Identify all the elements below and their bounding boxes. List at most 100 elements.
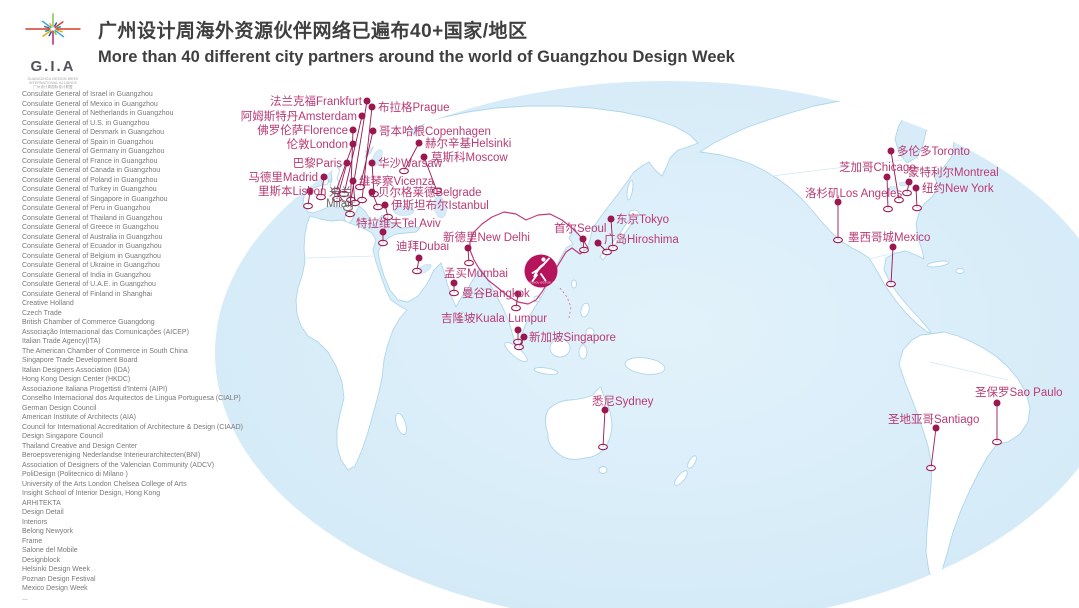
partner-list-item: Consulate General of Germany in Guangzho… xyxy=(22,148,165,155)
city-label: 悉尼Sydney xyxy=(592,395,654,408)
partner-list-item: Thailand Creative and Design Center xyxy=(22,442,138,450)
map-pin-sydney: 悉尼Sydney xyxy=(592,395,654,451)
partner-list-item: Association of Designers of the Valencia… xyxy=(22,461,215,469)
partner-list-item: Consulate General of U.A.E. in Guangzhou xyxy=(22,281,156,288)
map-pin-warsaw: 华沙Warsaw xyxy=(368,156,443,198)
map-pin-telaviv: 特拉维夫Tel Aviv xyxy=(356,216,441,247)
map-pin-dubai: 迪拜Dubai xyxy=(396,240,449,275)
partner-list-item: Consulate General of Thailand in Guangzh… xyxy=(22,214,163,222)
city-label: 赫尔辛基Helsinki xyxy=(425,136,511,150)
landmass-java xyxy=(533,367,559,375)
landmass-nz-north xyxy=(687,455,697,469)
map-pin-paris: 巴黎Paris xyxy=(293,156,351,203)
partner-list-item: ... xyxy=(22,594,28,602)
city-label: 广岛Hiroshima xyxy=(604,232,679,246)
city-label: 阿姆斯特丹Amsterdam xyxy=(241,109,357,123)
partner-list-item: Consulate General of Canada in Guangzhou xyxy=(22,167,161,174)
map-pin-helsinki: 赫尔辛基Helsinki xyxy=(399,136,511,175)
partner-list-item: Beroepsvereniging Nederlandse Interieura… xyxy=(22,452,201,459)
map-pin-bangkok: 曼谷Bangkok xyxy=(462,287,530,312)
page-title-en: More than 40 different city partners aro… xyxy=(98,48,735,66)
page-title-zh: 广州设计周海外资源伙伴网络已遍布40+国家/地区 xyxy=(98,21,528,42)
partner-list-item: Italian Trade Agency(ITA) xyxy=(22,338,101,345)
partner-list-item: Singapore Trade Development Board xyxy=(22,357,138,364)
landmass-cuba xyxy=(926,260,950,268)
map-pin-mexicocity: 墨西哥城Mexico xyxy=(848,231,930,288)
map-pin-seoul: 首尔Seoul xyxy=(554,221,606,254)
map-pin-prague: 布拉格Prague xyxy=(357,100,450,204)
partner-list-item: Czech Trade xyxy=(22,309,62,317)
city-label: 马德里Madrid xyxy=(248,170,318,184)
partner-list-item: Hong Kong Design Center (HKDC) xyxy=(22,376,131,383)
gia-logo: G.I.A GUANGZHOU DESIGN WEEK INTERNATIONA… xyxy=(22,8,84,90)
city-label: 孟买Mumbai xyxy=(444,267,508,280)
nine-dash-line xyxy=(559,287,572,319)
partner-list-item: Design Detail xyxy=(22,509,64,516)
partner-list-item: Poznan Design Festival xyxy=(22,575,96,583)
partner-list-item: Consulate General of Denmark in Guangzho… xyxy=(22,129,165,136)
partner-list-item: Consulate General of Turkey in Guangzhou xyxy=(22,186,157,193)
landmass-madagascar xyxy=(395,412,407,436)
landmass-australia xyxy=(545,386,613,460)
map-pin-vicenza: 维琴察Vicenza xyxy=(349,174,435,207)
city-label: 洛杉矶Los Angeles xyxy=(805,186,902,200)
map-pin-montreal: 蒙特利尔Montreal xyxy=(902,165,999,197)
partner-list-item: Consulate General of Greece in Guangzhou xyxy=(22,224,159,231)
city-label: 伊斯坦布尔Istanbul xyxy=(391,198,489,212)
city-label: 哥本哈根Copenhagen xyxy=(379,124,491,138)
partner-list-item: Belong Newyork xyxy=(22,528,73,535)
city-label: 芝加哥Chicago xyxy=(839,161,916,174)
city-label: 布拉格Prague xyxy=(378,100,450,114)
partner-list-item: Consulate General of Australia in Guangz… xyxy=(22,233,163,241)
partner-list-item: Italian Designers Association (IDA) xyxy=(22,366,130,374)
city-label: 多伦多Toronto xyxy=(897,144,970,158)
map-continents xyxy=(295,97,1031,586)
partner-list-item: Salone del Mobile xyxy=(22,547,78,554)
partner-list-item: Consulate General of Netherlands in Guan… xyxy=(22,110,174,117)
partner-list-item: Consulate General of Israel in Guangzhou xyxy=(22,91,153,98)
city-label: 新德里New Delhi xyxy=(443,230,530,244)
city-label: 新加坡Singapore xyxy=(529,330,616,344)
partner-list-item: Consulate General of Poland in Guangzhou xyxy=(22,176,158,184)
partner-list-item: Consulate General of Peru in Guangzhou xyxy=(22,205,151,212)
map-pin-newyork: 纽约New York xyxy=(912,181,994,212)
map-pin-santiago: 圣地亚哥Santiago xyxy=(888,413,979,472)
city-label: 圣地亚哥Santiago xyxy=(888,413,979,426)
map-pin-toronto: 多伦多Toronto xyxy=(887,144,970,204)
partner-list-item: Interiors xyxy=(22,518,48,526)
city-label: 纽约New York xyxy=(922,181,994,195)
map-pin-saopaulo: 圣保罗Sao Paulo xyxy=(975,385,1063,446)
partner-list-item: British Chamber of Commerce Guangdong xyxy=(22,319,155,326)
partner-list-item: Creative Holland xyxy=(22,300,74,307)
map-pin-kualalumpur: 吉隆坡Kuala Lumpur xyxy=(441,311,547,346)
city-label: 蒙特利尔Montreal xyxy=(908,165,999,179)
city-label: 里斯本Lisbon xyxy=(258,184,326,198)
city-label: 圣保罗Sao Paulo xyxy=(975,385,1063,399)
partner-list-item: Consulate General of U.S. in Guangzhou xyxy=(22,119,150,127)
partner-list-item: Consulate General of Finland in Shanghai xyxy=(22,290,152,298)
partner-list-item: Mexico Design Week xyxy=(22,585,88,592)
city-label: 首尔Seoul xyxy=(554,221,606,235)
map-pin-istanbul: 伊斯坦布尔Istanbul xyxy=(381,198,489,221)
partner-list-item: Council for International Accreditation … xyxy=(22,423,243,431)
map-pin-madrid: 马德里Madrid xyxy=(248,170,328,201)
map-pin-belgrade: 贝尔格莱德Belgrade xyxy=(368,185,482,211)
city-label: 迪拜Dubai xyxy=(396,240,449,253)
page-titles: 广州设计周海外资源伙伴网络已遍布40+国家/地区 More than 40 di… xyxy=(98,8,735,90)
landmass-srilanka xyxy=(458,311,466,321)
partner-list-item: Associazione Italiana Progettisti d'Inte… xyxy=(22,385,168,393)
partner-list-item: Associação Internacional das Comunicaçõe… xyxy=(22,328,189,336)
landmass-newguinea xyxy=(624,357,666,375)
landmass-south-america xyxy=(898,331,1031,586)
partner-list-item: Consulate General of France in Guangzhou xyxy=(22,157,158,165)
guangzhou-badge: GUANGZHOU DESIGN WEEK xyxy=(522,254,560,288)
city-label-en: Milan xyxy=(326,198,353,210)
map-pin-hiroshima: 广岛Hiroshima xyxy=(594,232,679,256)
gia-starburst-icon xyxy=(25,13,81,45)
map-pin-mumbai: 孟买Mumbai xyxy=(444,267,508,297)
partner-list-item: Consulate General of Mexico in Guangzhou xyxy=(22,100,158,108)
partner-list-item: Consulate General of Singapore in Guangz… xyxy=(22,195,168,203)
partner-list-item: Helsinki Design Week xyxy=(22,566,90,573)
